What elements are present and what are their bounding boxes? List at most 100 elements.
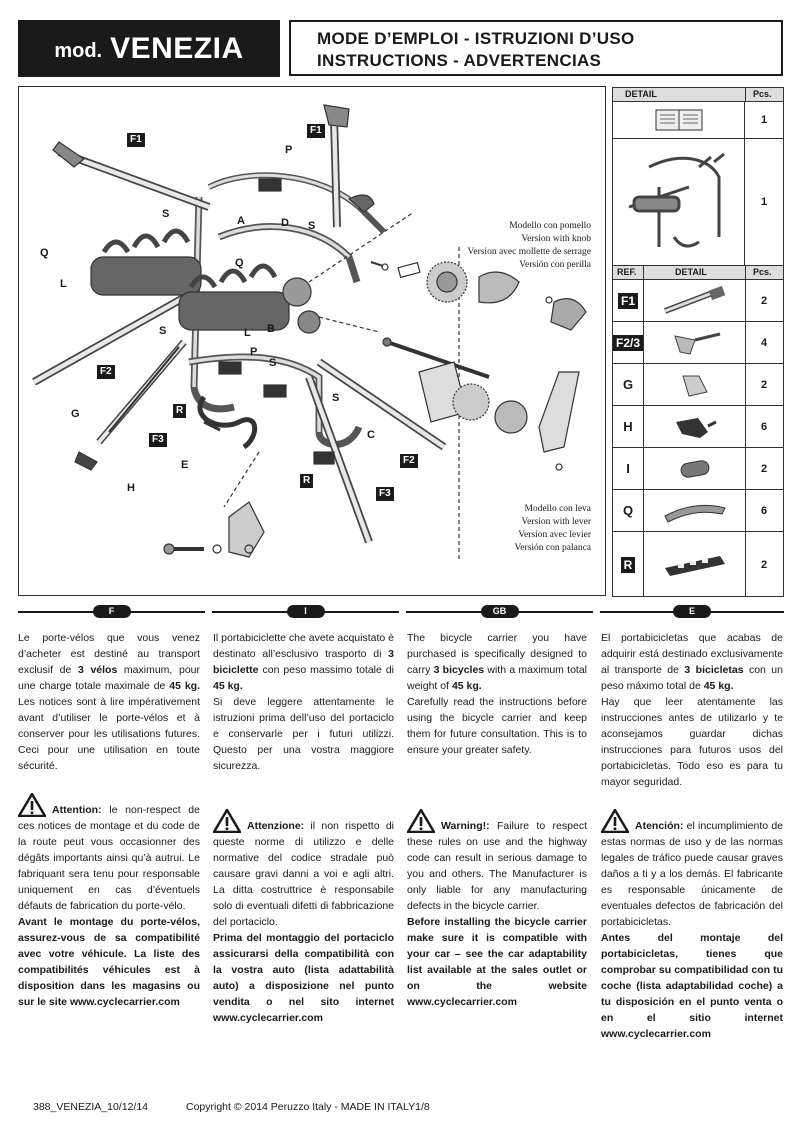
label-r-left: R — [173, 404, 187, 418]
r-image — [644, 532, 746, 597]
lever-version-note: Modello con leva Version with lever Vers… — [411, 503, 592, 555]
ref-r: R — [613, 532, 644, 597]
footer-copyright: Copyright © 2014 Peruzzo Italy - MADE IN… — [186, 1101, 430, 1113]
warning-gb: Warning!: Failure to respect these rules… — [407, 809, 587, 1010]
compatibility-note-fr: Avant le montage du porte-vélos, assurez… — [18, 916, 200, 1008]
label-q-mid: Q — [235, 257, 244, 269]
compatibility-note-gb: Before installing the bicycle carrier ma… — [407, 916, 587, 1008]
intro-gb: The bicycle carrier you have purchased i… — [407, 632, 588, 756]
label-f3-right: F3 — [376, 487, 394, 501]
label-s-5: S — [332, 392, 340, 404]
parts-row-f1: F1 2 — [613, 280, 783, 322]
label-s-2: S — [308, 220, 316, 232]
g-image — [644, 364, 746, 405]
parts-table: DETAIL Pcs. 1 1 REF. DETAIL — [612, 87, 784, 597]
column-it: Il portabiciclette che avete acquistato … — [213, 630, 394, 774]
ref-r-label: R — [620, 556, 636, 573]
parts-row-h: H 6 — [613, 406, 783, 448]
assembly-diagram: F1 F1 F2 F2 F3 F3 R R P S A D S Q Q L S … — [18, 86, 606, 596]
warning-icon — [213, 809, 241, 833]
ref-i-label: I — [626, 461, 630, 476]
label-a: A — [237, 215, 245, 227]
parts-top-header-detail: DETAIL — [625, 89, 657, 99]
lang-label-gb: GB — [480, 605, 519, 618]
parts-row-r: R 2 — [613, 532, 783, 597]
label-g: G — [71, 408, 80, 420]
manual-icon — [655, 109, 702, 131]
strap-f23-icon — [673, 332, 720, 355]
warning-fr: Attention: le non-respect de ces notices… — [18, 793, 200, 1010]
label-f3-left: F3 — [149, 433, 167, 447]
lever-note-en: Version with lever — [521, 517, 591, 527]
label-f1-top: F1 — [307, 124, 325, 138]
lang-bar-fr: F — [18, 605, 205, 619]
parts-row-q: Q 6 — [613, 490, 783, 532]
r-qty: 2 — [760, 558, 768, 571]
warning-title-es: Atención: — [635, 820, 684, 832]
lang-bar-es: E — [600, 605, 784, 619]
label-q-left: Q — [40, 247, 49, 259]
label-c: C — [367, 429, 375, 441]
warning-es: Atención: el incumplimiento de estas nor… — [601, 809, 783, 1042]
ref-g-label: G — [622, 377, 634, 392]
label-l-left: L — [60, 278, 67, 290]
title-line-1: MODE D’EMPLOI - ISTRUZIONI D’USO — [317, 29, 635, 48]
knob-note-es: Versión con perilla — [519, 260, 591, 270]
lever-note-it: Modello con leva — [524, 504, 591, 514]
title-line-2: INSTRUCTIONS - ADVERTENCIAS — [317, 51, 602, 70]
bike-carrier-drawing — [32, 104, 587, 562]
ref-q: Q — [613, 490, 644, 531]
lang-label-fr: F — [92, 605, 131, 618]
i-qty: 2 — [760, 462, 768, 475]
ref-g: G — [613, 364, 644, 405]
f23-qty: 4 — [760, 336, 768, 349]
ref-h: H — [613, 406, 644, 447]
lever-note-es: Versión con palanca — [514, 543, 592, 553]
carrier-thumbnail-icon — [628, 152, 725, 248]
h-image — [644, 406, 746, 447]
knob-note-it: Modello con pomello — [509, 221, 591, 231]
lang-bar-gb: GB — [406, 605, 593, 619]
label-e: E — [181, 459, 189, 471]
parts-top-header: DETAIL Pcs. — [613, 88, 783, 102]
q-qty: 6 — [760, 504, 768, 517]
end-cap-i-icon — [680, 459, 709, 478]
model-name: VENEZIA — [110, 31, 244, 65]
label-r-right: R — [300, 474, 314, 488]
ref-f23-label: F2/3 — [613, 334, 644, 351]
warning-icon — [18, 793, 46, 817]
label-l-mid: L — [244, 327, 251, 339]
intro-es: El portabicicletas que acabas de adquiri… — [601, 632, 783, 788]
intro-fr: Le porte-vélos que vous venez d’acheter … — [18, 632, 200, 772]
label-h: H — [127, 482, 135, 494]
ratchet-strap-r-icon — [664, 555, 725, 576]
manual-image — [613, 102, 745, 138]
col-ref-header: REF. — [617, 267, 637, 277]
warning-icon — [601, 809, 629, 833]
clip-h-icon — [675, 417, 717, 438]
parts-ref-header: REF. DETAIL Pcs. — [613, 266, 783, 280]
compatibility-note-es: Antes del montaje del portabicicletas, t… — [601, 932, 783, 1040]
parts-row-carrier: 1 — [613, 139, 783, 266]
label-p-mid: P — [250, 346, 258, 358]
knob-note-en: Version with knob — [521, 234, 591, 244]
parts-top-header-pcs: Pcs. — [753, 89, 772, 99]
model-prefix: mod. — [54, 40, 103, 62]
label-p-top: P — [285, 144, 293, 156]
f23-image — [644, 322, 746, 363]
column-es: El portabicicletas que acabas de adquiri… — [601, 630, 783, 790]
parts-row-i: I 2 — [613, 448, 783, 490]
label-s-4: S — [269, 357, 277, 369]
label-s-1: S — [162, 208, 170, 220]
carrier-image — [613, 139, 745, 265]
knob-version-note: Modello con pomello Version with knob Ve… — [411, 220, 591, 272]
ref-f1-label: F1 — [617, 292, 638, 309]
label-b: B — [267, 323, 275, 335]
col-detail-header: DETAIL — [675, 267, 707, 277]
manual-qty: 1 — [760, 114, 768, 126]
i-image — [644, 448, 746, 489]
lever-note-fr: Version avec levier — [518, 530, 591, 540]
label-f2-right: F2 — [400, 454, 418, 468]
warning-icon — [407, 809, 435, 833]
lang-label-it: I — [286, 605, 325, 618]
